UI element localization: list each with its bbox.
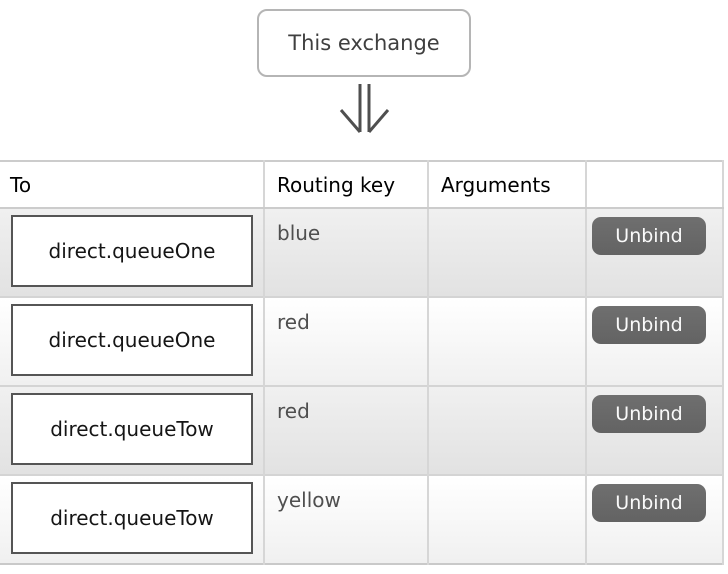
unbind-button[interactable]: Unbind	[592, 217, 706, 255]
routing-key-value: red	[277, 310, 310, 334]
queue-link[interactable]: direct.queueOne	[11, 304, 253, 376]
routing-key-value: yellow	[277, 488, 341, 512]
binding-row: direct.queueTow red Unbind	[0, 385, 724, 475]
routing-key-cell: blue	[264, 208, 429, 297]
arguments-value	[429, 209, 585, 221]
this-exchange-node: This exchange	[257, 9, 471, 77]
binding-row: direct.queueOne red Unbind	[0, 296, 724, 386]
this-exchange-label: This exchange	[288, 31, 440, 55]
actions-cell: Unbind	[586, 296, 724, 386]
arguments-cell	[428, 296, 587, 386]
arguments-cell	[428, 474, 587, 564]
actions-cell: Unbind	[586, 385, 724, 475]
table-header-row: To Routing key Arguments	[0, 161, 724, 209]
unbind-button[interactable]: Unbind	[592, 484, 706, 522]
to-cell: direct.queueOne	[0, 296, 265, 386]
queue-link[interactable]: direct.queueTow	[11, 393, 253, 465]
column-header-to: To	[0, 161, 265, 209]
to-cell: direct.queueTow	[0, 385, 265, 475]
unbind-button[interactable]: Unbind	[592, 395, 706, 433]
arguments-cell	[428, 208, 587, 297]
queue-link[interactable]: direct.queueOne	[11, 215, 253, 287]
binding-diagram: This exchange	[0, 0, 728, 135]
arguments-value	[429, 476, 585, 488]
routing-key-cell: red	[264, 385, 429, 475]
routing-key-cell: red	[264, 296, 429, 386]
arrow-container	[332, 83, 396, 135]
binding-row: direct.queueTow yellow Unbind	[0, 474, 724, 564]
arguments-cell	[428, 385, 587, 475]
to-cell: direct.queueOne	[0, 208, 265, 297]
actions-cell: Unbind	[586, 208, 724, 297]
actions-cell: Unbind	[586, 474, 724, 564]
routing-key-value: red	[277, 399, 310, 423]
column-header-actions	[586, 161, 724, 209]
column-header-routing-key: Routing key	[264, 161, 429, 209]
arguments-value	[429, 387, 585, 399]
column-header-arguments: Arguments	[428, 161, 587, 209]
routing-key-cell: yellow	[264, 474, 429, 564]
queue-link[interactable]: direct.queueTow	[11, 482, 253, 554]
unbind-button[interactable]: Unbind	[592, 306, 706, 344]
double-down-arrow-icon	[339, 84, 390, 133]
to-cell: direct.queueTow	[0, 474, 265, 564]
bindings-table: To Routing key Arguments direct.queueOne…	[0, 160, 724, 565]
arguments-value	[429, 298, 585, 310]
binding-row: direct.queueOne blue Unbind	[0, 208, 724, 297]
routing-key-value: blue	[277, 221, 321, 245]
